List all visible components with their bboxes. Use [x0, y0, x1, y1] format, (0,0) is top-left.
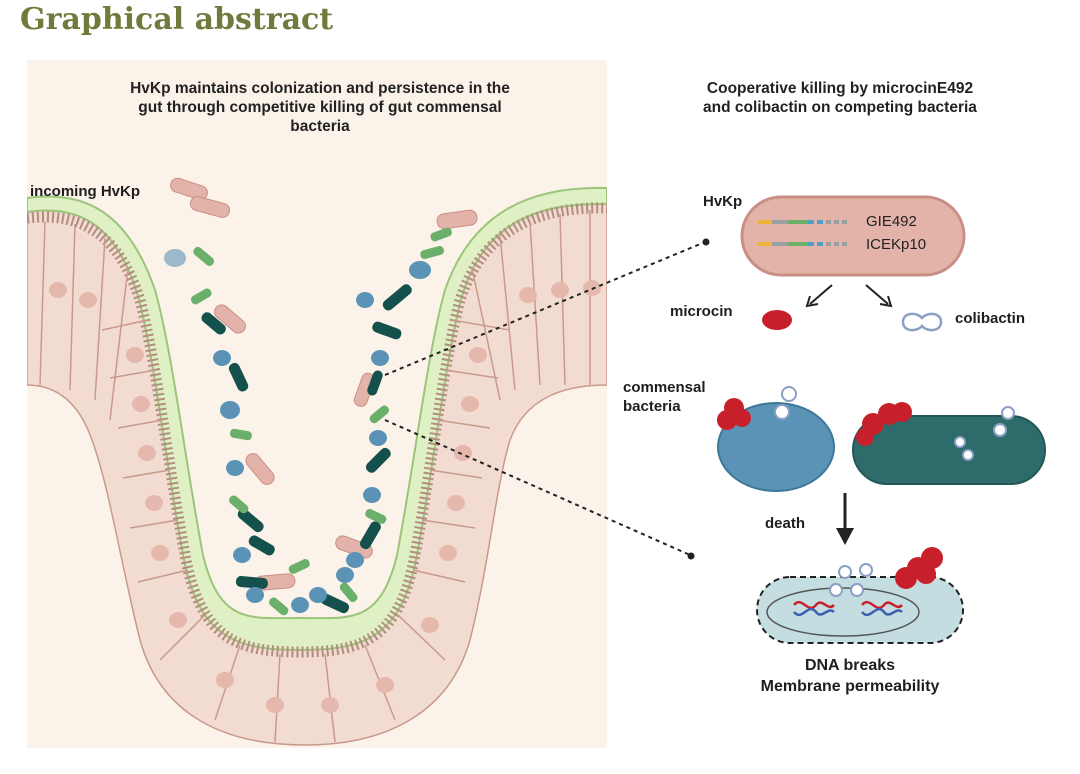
connector-dot-top [702, 238, 710, 246]
microcin-label: microcin [670, 303, 733, 320]
green-rods [190, 227, 452, 616]
microcin-molecule [762, 310, 792, 330]
epithelium-layer [27, 196, 607, 746]
connector-dot-bottom [687, 552, 695, 560]
blue-cocci [164, 249, 431, 613]
right-panel-title: Cooperative killing by microcinE492 and … [703, 80, 977, 116]
outcome-membrane-permeability: Membrane permeability [760, 678, 940, 695]
commensal-rod [852, 402, 1046, 485]
gene-icekp10-label: ICEKp10 [866, 236, 927, 253]
death-label: death [765, 515, 806, 532]
commensal-bacteria-label: commensal bacteria [623, 379, 706, 415]
dna-strand-1 [793, 600, 835, 617]
cell-nuclei [49, 280, 601, 713]
commensal-coccus [717, 386, 835, 492]
gene-gie492-label: GIE492 [866, 213, 917, 230]
hvkp-label: HvKp [703, 193, 743, 210]
crypt-bacteria [164, 177, 478, 616]
intestinal-crypt [27, 186, 607, 746]
outcome-list: DNA breaks Membrane permeability [700, 655, 1000, 697]
dark-rods [201, 284, 412, 614]
colibactin-molecule [901, 312, 943, 332]
dying-bacterium [756, 547, 964, 644]
left-panel-title: HvKp maintains colonization and persiste… [130, 80, 510, 135]
hvkp-cell [740, 195, 966, 277]
incoming-hvkp-label: incoming HvKp [30, 183, 141, 200]
zoom-connectors [384, 241, 706, 556]
outcome-dna-breaks: DNA breaks [804, 657, 896, 674]
brush-border [27, 202, 607, 658]
product-arrows [805, 284, 893, 308]
death-arrow [836, 493, 854, 545]
page-heading: Graphical abstract [20, 2, 334, 37]
dna-strand-2 [861, 600, 903, 617]
colibactin-label: colibactin [955, 310, 1026, 327]
